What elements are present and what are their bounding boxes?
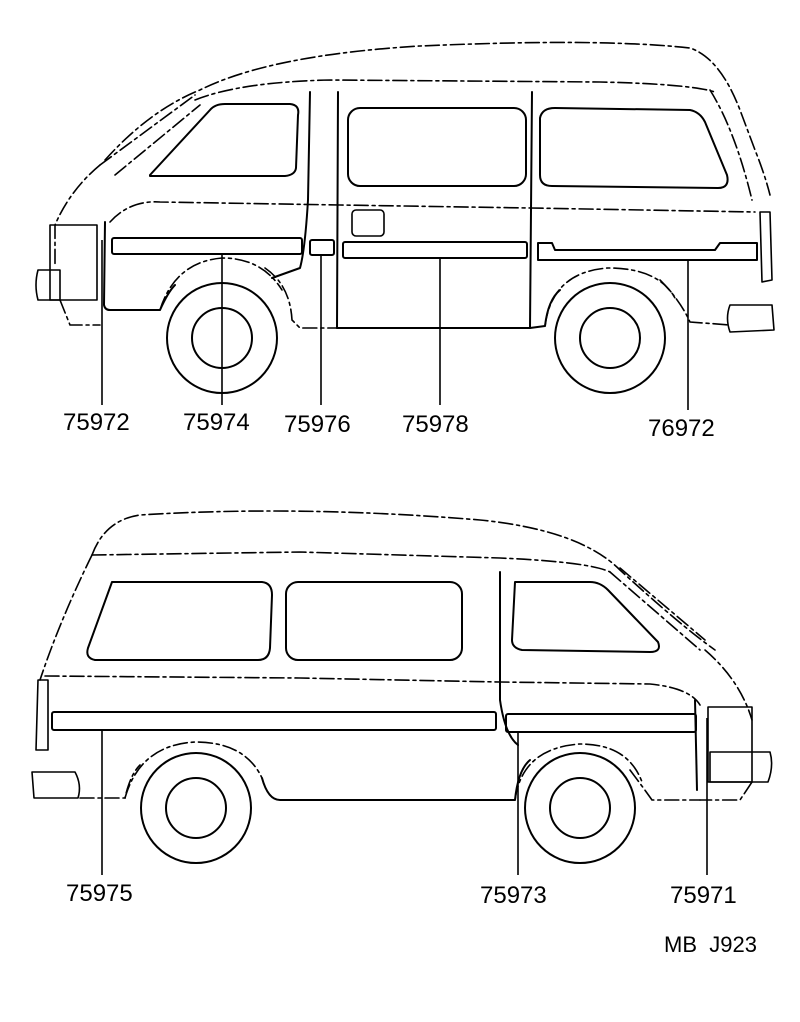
front-door-window (511, 581, 660, 653)
front-door-window (149, 103, 300, 177)
front-bumper (709, 751, 773, 783)
front-lower-body (629, 769, 701, 801)
rear-quarter-outline (709, 89, 753, 201)
rear-outline (39, 554, 93, 681)
side-window-middle (347, 107, 527, 187)
front-door-rear-edge (499, 571, 519, 746)
roof-inner-line (194, 79, 716, 101)
headlight (49, 224, 98, 301)
rear-tire (554, 282, 666, 394)
bottom-part-labels: 75975 75973 75971 (66, 880, 737, 909)
front-lower (59, 299, 101, 326)
van-right-side-view (31, 510, 773, 864)
front-wheel-arch (514, 743, 643, 801)
van-left-side-view (35, 41, 775, 394)
part-number-label: 75975 (66, 880, 133, 907)
fuel-lid (351, 209, 385, 237)
rocker (336, 289, 561, 329)
rear-side-window (86, 581, 273, 661)
moulding-b-pillar (309, 239, 335, 256)
front-nose (54, 164, 101, 266)
part-number-label: 75971 (670, 882, 737, 909)
part-number-label: 75974 (183, 409, 250, 436)
rear-wheel-arch (544, 267, 677, 327)
front-bumper (35, 269, 61, 301)
diagram-reference-code: MB J923 (664, 932, 757, 957)
rear-lamp (759, 211, 773, 283)
headlight (707, 706, 753, 783)
moulding-rear-quarter (537, 242, 758, 261)
top-part-labels: 75972 75974 75976 75978 76972 (63, 409, 715, 442)
slide-door-rear-edge (529, 91, 533, 329)
part-number-label: 75976 (284, 411, 351, 438)
front-tire (524, 752, 636, 864)
moulding-front-door (505, 713, 697, 733)
front-door-rear-edge (271, 91, 311, 279)
part-number-label: 75972 (63, 409, 130, 436)
rocker (261, 759, 531, 801)
middle-side-window (285, 581, 463, 661)
rear-wheel-arch (124, 741, 263, 799)
moulding-rear-quarter (51, 711, 497, 731)
part-number-label: 75978 (402, 411, 469, 438)
rear-bumper (726, 304, 775, 333)
part-number-label: 75973 (480, 882, 547, 909)
front-lower (699, 781, 753, 801)
rear-bumper (31, 771, 81, 799)
slide-door-front-edge (336, 91, 339, 329)
rear-lamp (35, 679, 49, 751)
belt-line (109, 201, 756, 223)
belt-line (44, 675, 701, 706)
top-leader-lines (101, 240, 689, 410)
van-roof (104, 41, 771, 196)
side-window-rear (539, 107, 729, 189)
rear-hub (165, 777, 227, 839)
bottom-leader-lines (101, 718, 708, 875)
rear-hub (579, 307, 641, 369)
rear-tire (140, 752, 252, 864)
van-roof (91, 510, 716, 651)
roof-inner-line (91, 551, 611, 573)
rear-lower-body (659, 279, 731, 326)
front-hub (549, 777, 611, 839)
part-number-label: 76972 (648, 415, 715, 442)
rocker-front (264, 267, 338, 329)
windshield-pillar (609, 567, 706, 651)
moulding-front-door (111, 237, 303, 255)
a-pillar (99, 94, 201, 176)
front-nose (704, 649, 753, 721)
front-door-front-edge (103, 221, 176, 311)
moulding-slide-door (342, 241, 528, 259)
